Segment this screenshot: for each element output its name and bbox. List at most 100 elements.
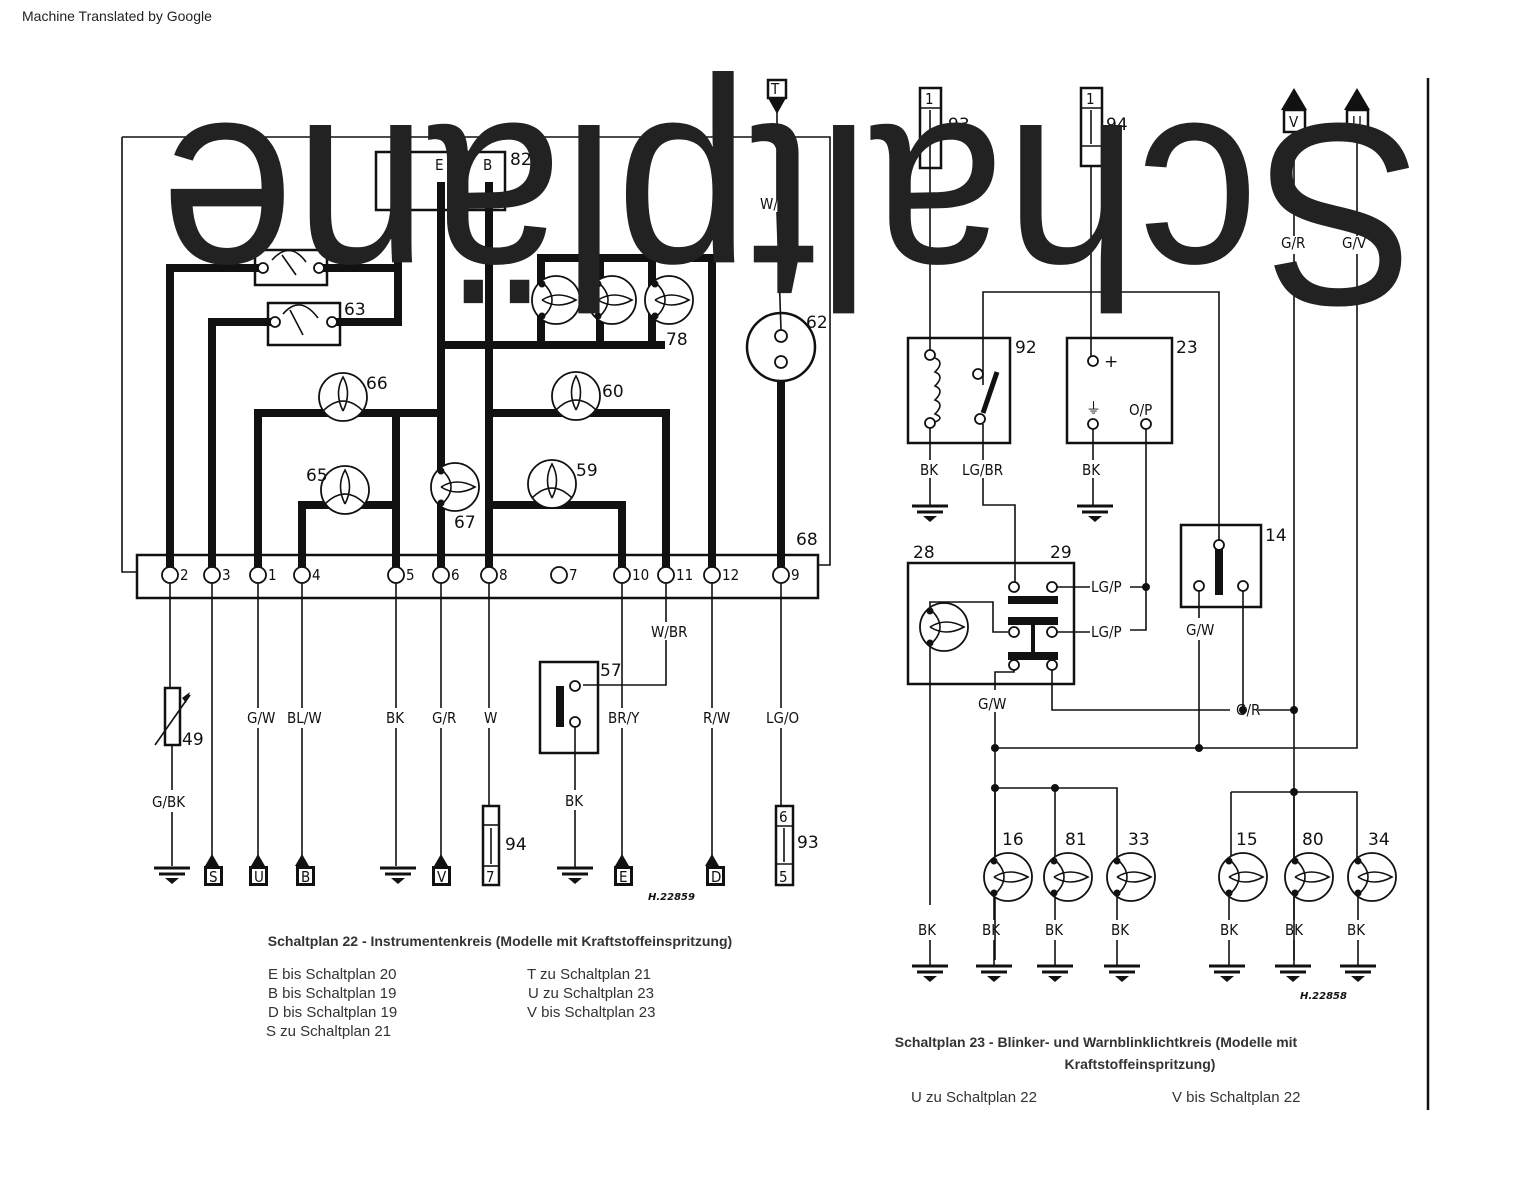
sender-49 <box>163 686 182 747</box>
svg-text:1: 1 <box>268 566 277 584</box>
ref-item: S zu Schaltplan 21 <box>266 1023 391 1040</box>
wire-label-rw: R/W <box>703 709 730 727</box>
pin-E-label: E <box>435 156 444 174</box>
wire-label-w: W <box>484 709 497 727</box>
label-62: 62 <box>806 313 828 333</box>
lamp-65-icon <box>320 465 370 515</box>
wire-label-bk: BK <box>1082 461 1101 479</box>
wire-label-wbk: W/BK <box>760 195 797 213</box>
label-15: 15 <box>1236 830 1258 850</box>
wire-label-bk: BK <box>1347 921 1366 939</box>
earth-icon <box>378 866 418 886</box>
wire-label-bk: BK <box>386 709 405 727</box>
label-16: 16 <box>1002 830 1024 850</box>
label-60: 60 <box>602 382 624 402</box>
ref-item: D bis Schaltplan 19 <box>268 1004 397 1021</box>
svg-text:6: 6 <box>451 566 460 584</box>
label-23: 23 <box>1176 338 1198 358</box>
label-49: 49 <box>182 730 204 750</box>
lamp-59-icon <box>527 459 577 509</box>
drawing-number: H.22858 <box>1300 991 1347 1002</box>
earth-icon <box>1102 964 1142 984</box>
wire-label-bk: BK <box>1220 921 1239 939</box>
svg-text:7: 7 <box>486 868 495 886</box>
svg-text:E: E <box>619 868 628 886</box>
wire-label-wbr: W/BR <box>651 623 688 641</box>
svg-text:U: U <box>1352 113 1362 131</box>
svg-text:B: B <box>301 868 310 886</box>
lamp-16-icon <box>983 852 1033 902</box>
label-94: 94 <box>1106 115 1128 135</box>
label-59: 59 <box>576 461 598 481</box>
lamp-80-icon <box>1284 852 1334 902</box>
caption-schaltplan-23: Schaltplan 23 - Blinker- und Warnblinkli… <box>895 1034 1298 1050</box>
relay-92 <box>906 336 1012 445</box>
svg-text:3: 3 <box>222 566 231 584</box>
svg-text:10: 10 <box>632 566 649 584</box>
ref-item: V bis Schaltplan 22 <box>1172 1089 1300 1106</box>
wire-label-bk: BK <box>1285 921 1304 939</box>
lamp-33-icon <box>1106 852 1156 902</box>
wire-label-lgp: LG/P <box>1091 623 1122 641</box>
label-63: 63 <box>344 300 366 320</box>
wire-label-gbk: G/BK <box>152 793 186 811</box>
caption-schaltplan-23-line2: Kraftstoffeinspritzung) <box>1065 1056 1216 1072</box>
label-93: 93 <box>948 115 970 135</box>
svg-text:6: 6 <box>779 808 788 826</box>
warning-lamp-icon <box>919 602 969 652</box>
lamp-34-icon <box>1347 852 1397 902</box>
svg-text:T: T <box>770 80 780 98</box>
svg-text:S: S <box>209 868 218 886</box>
earth-icon <box>1035 964 1075 984</box>
label-14: 14 <box>1265 526 1287 546</box>
svg-text:4: 4 <box>312 566 321 584</box>
svg-text:V: V <box>1289 113 1299 131</box>
label-67: 67 <box>454 513 476 533</box>
label-92: 92 <box>1015 338 1037 358</box>
connector-T: T <box>766 78 788 114</box>
terminal-plus: + <box>1104 352 1118 372</box>
connector-V: V <box>432 854 451 886</box>
fuse-93: 65 <box>774 804 795 887</box>
diagram-22: 68 E B 82 63 78 66 65 60 59 67 62 <box>121 78 831 1040</box>
ref-item: U zu Schaltplan 22 <box>911 1089 1037 1106</box>
label-33: 33 <box>1128 830 1150 850</box>
wire-label-bk: BK <box>918 921 937 939</box>
earth-icon <box>1273 964 1313 984</box>
switch-63 <box>266 301 342 347</box>
svg-text:9: 9 <box>791 566 800 584</box>
hazard-switch-28-29 <box>906 561 1076 686</box>
lamp-15-icon <box>1218 852 1268 902</box>
wire-label-lgp: LG/P <box>1091 578 1122 596</box>
connector-D: D <box>705 854 725 886</box>
pin-B-label: B <box>483 156 492 174</box>
wire-label-lgbr: LG/BR <box>962 461 1003 479</box>
label-29: 29 <box>1050 543 1072 563</box>
overlay-title-upside-down: Schaltpläne <box>160 68 1420 359</box>
earth-icon <box>910 964 950 984</box>
earth-icon <box>974 964 1014 984</box>
lamp-60-icon <box>551 371 601 421</box>
flasher-switch-14 <box>1179 523 1263 609</box>
wire-label-gw: G/W <box>978 695 1006 713</box>
earth-icon <box>555 866 595 886</box>
earth-icon <box>910 504 950 524</box>
wire-label-lgo: LG/O <box>766 709 799 727</box>
wire-label-gv: G/V <box>1342 234 1367 252</box>
svg-text:5: 5 <box>406 566 415 584</box>
svg-text:8: 8 <box>499 566 508 584</box>
label-78: 78 <box>666 330 688 350</box>
fuse-94: 7 <box>481 804 501 887</box>
wire-label-gw: G/W <box>1186 621 1214 639</box>
earth-icon <box>152 866 192 886</box>
terminal-op: O/P <box>1129 401 1152 419</box>
label-93: 93 <box>797 833 819 853</box>
machine-translation-note: Machine Translated by Google <box>22 8 212 24</box>
label-82: 82 <box>510 150 532 170</box>
svg-text:1: 1 <box>925 90 934 108</box>
ref-item: T zu Schaltplan 21 <box>527 966 651 983</box>
connector-E: E <box>614 854 633 886</box>
wire-label-bk: BK <box>920 461 939 479</box>
connector-S: S <box>204 854 223 886</box>
